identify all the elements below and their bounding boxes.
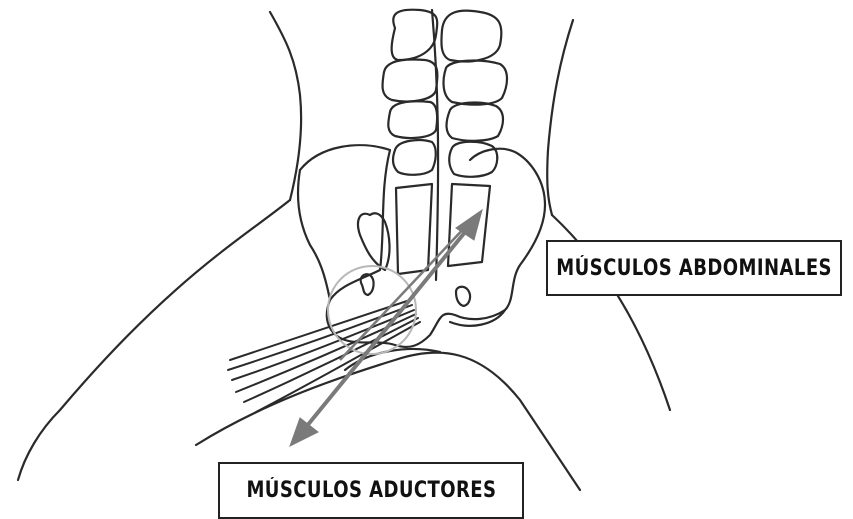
rectus-abdominis bbox=[382, 10, 507, 280]
direction-arrow bbox=[290, 210, 482, 446]
label-aductores-text: MÚSCULOS ADUCTORES bbox=[246, 478, 496, 503]
label-aductores-box: MÚSCULOS ADUCTORES bbox=[218, 462, 524, 519]
left-flank-line bbox=[18, 200, 290, 480]
label-abdominales-text: MÚSCULOS ABDOMINALES bbox=[556, 256, 832, 281]
torso-right-contour bbox=[547, 20, 573, 215]
arrow-head-down bbox=[290, 418, 318, 446]
adductor-fibres bbox=[228, 300, 420, 412]
label-abdominales-box: MÚSCULOS ABDOMINALES bbox=[546, 240, 842, 296]
obturator-left bbox=[361, 274, 374, 295]
pelvis bbox=[298, 145, 545, 347]
torso-left-contour bbox=[270, 12, 301, 200]
obturator-right bbox=[456, 287, 470, 306]
